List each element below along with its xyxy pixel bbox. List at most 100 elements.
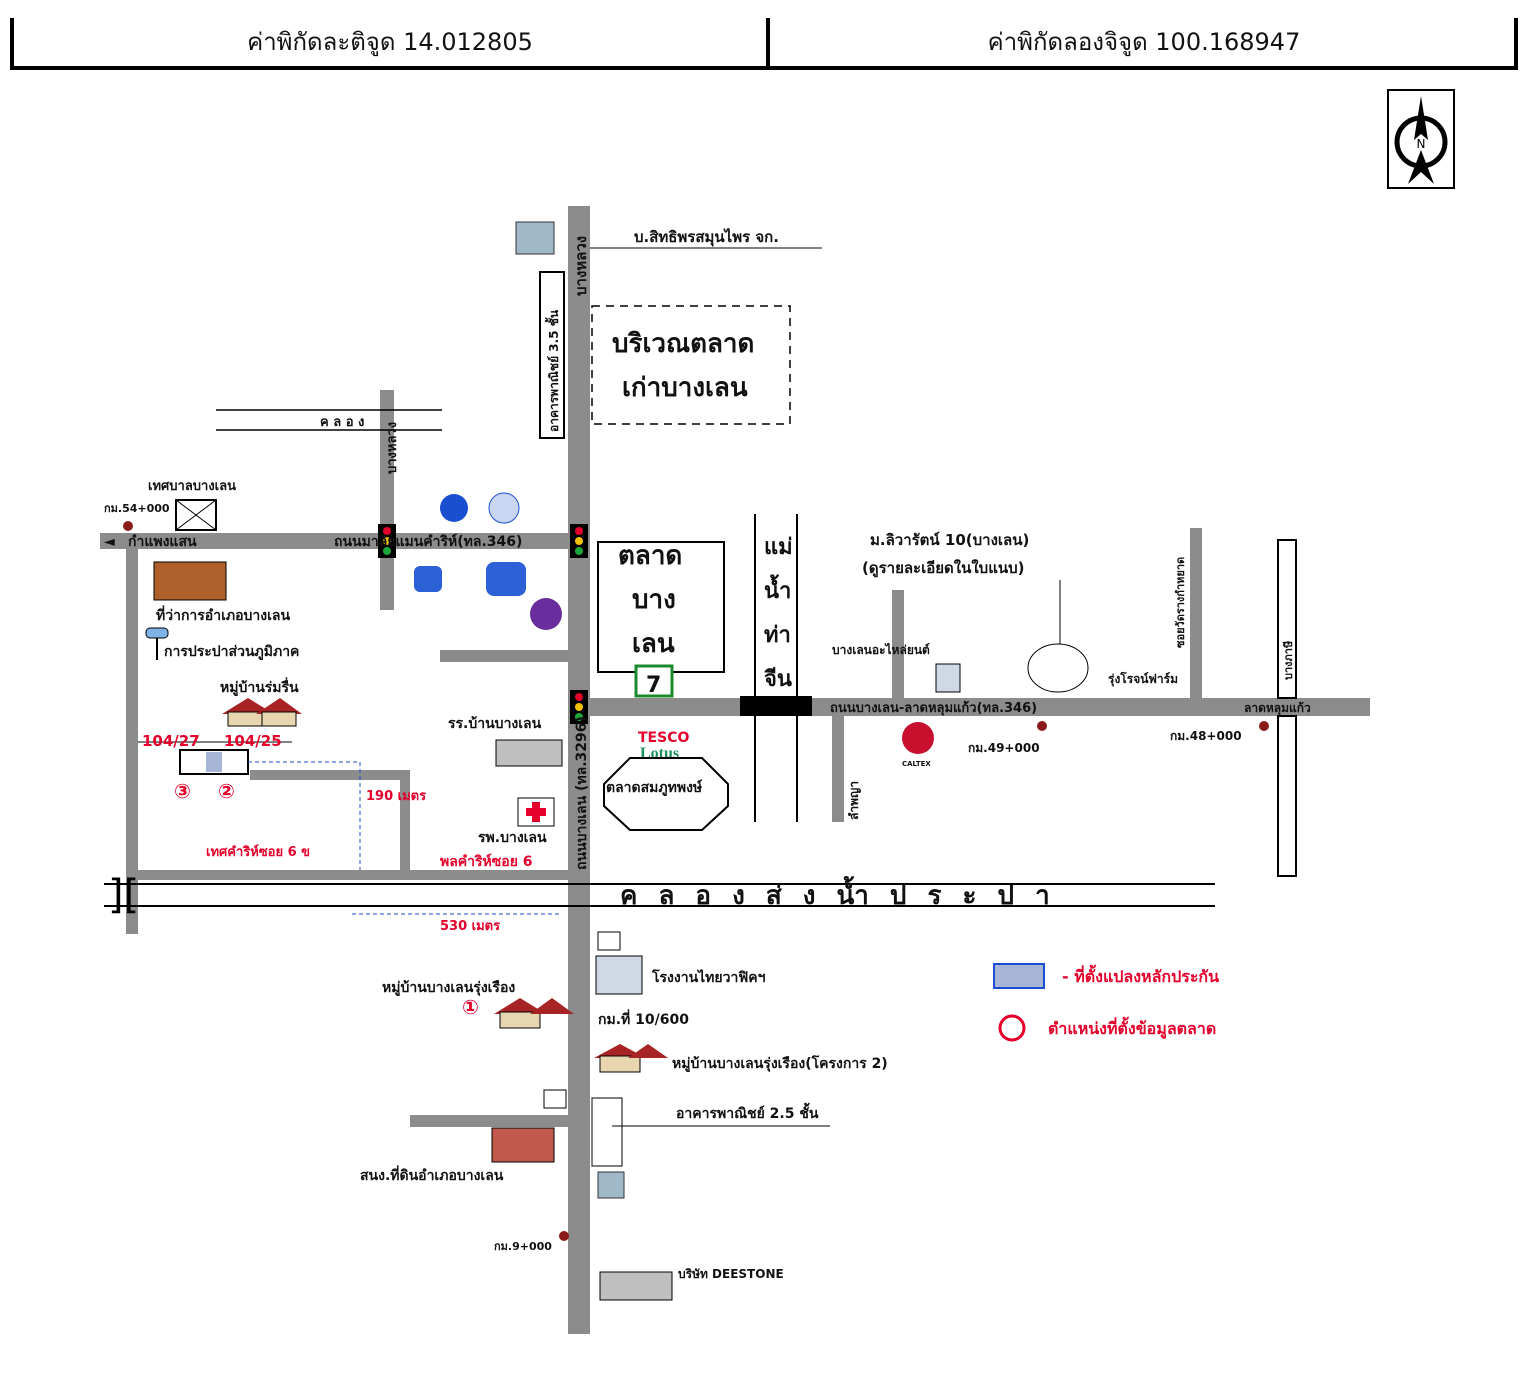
auto-parts-building-icon: [935, 663, 961, 693]
seven-eleven-label: 7: [646, 673, 661, 698]
lot-10425-label: 104/25: [224, 732, 282, 750]
old-market-label-1: บริเวณตลาด: [612, 329, 754, 359]
school-building-icon: [495, 739, 563, 767]
river-label-1: แม่: [764, 535, 793, 560]
soi-wat-label: ซอยวัดรางกำหยาด: [1174, 557, 1187, 648]
canal-small-label: ค ล อ ง: [320, 415, 364, 430]
shophouse-35-box: [539, 271, 565, 439]
livarat-village-label: ม.ลิวารัตน์ 10(บางเลน): [870, 531, 1029, 549]
kamphaengsaen-label: กำแพงแสน: [128, 534, 197, 550]
distance-530-label: 530 เมตร: [440, 919, 500, 934]
tesco-label: TESCO: [638, 730, 689, 746]
village-house-icon: [222, 698, 302, 727]
lampaya-road: [832, 716, 844, 822]
market-label-2: บาง: [632, 585, 676, 615]
land-office-label: สนง.ที่ดินอำเภอบางเลน: [360, 1165, 504, 1184]
distance-190-label: 190 เมตร: [366, 789, 426, 804]
company-top-label: บ.สิทธิพรสมุนไพร จก.: [634, 227, 779, 247]
livarat-detail-label: (ดูรายละเอียดในใบแนบ): [862, 559, 1025, 578]
collateral-lot-hatch: [206, 752, 222, 772]
old-market-area: [591, 305, 791, 425]
main-road-label: ถนนบางเลน (ทล.3296): [574, 716, 590, 870]
coordinate-header: ค่าพิกัดละติจูด 14.012805 ค่าพิกัดลองจิจ…: [10, 18, 1518, 70]
longitude-label: ค่าพิกัดลองจิจูด 100.168947: [987, 28, 1301, 56]
market-marker-3: ③: [174, 779, 191, 803]
village-house-icon: [494, 998, 574, 1029]
arrow-west-icon: ◄: [104, 534, 115, 550]
factory-building-icon: [595, 955, 643, 995]
road-346-west-label: ถนนมาลัยแมนคำริห์(ทล.346): [334, 533, 522, 550]
road-west-vertical: [126, 549, 138, 934]
seven-eleven-logo-icon: [634, 664, 674, 698]
traffic-light-icon: [570, 690, 588, 724]
shophouse-25-box: [591, 1097, 623, 1167]
somphong-market-label: ตลาดสมภูทพงษ์: [606, 779, 702, 796]
water-tower-icon: [145, 627, 169, 639]
traffic-light-icon: [570, 524, 588, 558]
post-office-icon: [597, 931, 621, 951]
canal-big-label: ค ล อ ง ส่ ง น้ำ ป ร ะ ป า: [620, 875, 1056, 911]
km54-label: กม.54+000: [104, 502, 170, 515]
government-seal-icon: [488, 492, 520, 524]
lampaya-label: ลำพญา: [847, 781, 861, 820]
farm-label: รุ่งโรจน์ฟาร์ม: [1108, 671, 1178, 687]
road-346-west: [100, 533, 568, 549]
road-346-east-label: ถนนบางเลน-ลาดหลุมแก้ว(ทล.346): [830, 700, 1037, 716]
bangphasi-label: บางภาษี: [1282, 640, 1295, 680]
district-office-label: ที่ว่าการอำเภอบางเลน: [156, 605, 290, 624]
river-label-4: จีน: [764, 667, 792, 692]
rung-village-label: หมู่บ้านบางเลนรุ่งเรือง: [382, 980, 515, 996]
company-building-icon: [515, 221, 555, 255]
shophouse-35-label: อาคารพาณิชย์ 3.5 ชั้น: [544, 309, 561, 432]
main-road-vertical: [568, 206, 590, 1334]
north-arrow-icon: N: [1387, 89, 1455, 189]
water-authority-label: การประปาส่วนภูมิภาค: [164, 644, 299, 660]
scb-bank-logo-icon: [530, 598, 562, 630]
latitude-label: ค่าพิกัดละติจูด 14.012805: [247, 28, 533, 56]
north-letter: N: [1417, 137, 1426, 151]
market-marker-1: ①: [462, 995, 479, 1019]
village-west-label: หมู่บ้านร่มรื่น: [220, 677, 299, 696]
building-icon: [597, 1171, 625, 1199]
rung-village-2-label: หมู่บ้านบางเลนรุ่งเรือง(โครงการ 2): [672, 1054, 888, 1072]
market-marker-2: ②: [218, 779, 235, 803]
lot-road-v: [400, 770, 410, 870]
caltex-label: CALTEX: [902, 760, 931, 768]
side-road-2: [410, 1115, 568, 1127]
livarat-location-circle: [1027, 643, 1089, 693]
somphong-market-box: [603, 757, 729, 831]
caltex-logo-icon: [902, 722, 934, 754]
river-bridge: [740, 696, 812, 716]
traffic-light-icon: [378, 524, 396, 558]
bank-logo-icon: [486, 562, 526, 596]
lat-lum-kaeo-label: ลาดหลุมแก้ว: [1244, 701, 1311, 716]
post-office-icon: [543, 1089, 567, 1109]
hospital-cross-logo-icon: [414, 566, 442, 592]
bang-len-market-box: [597, 541, 725, 673]
river-label-2: น้ำ: [764, 574, 791, 604]
lot-10427-label: 104/27: [142, 732, 200, 750]
thai-factory-label: โรงงานไทยวาฟิคฯ: [651, 968, 766, 986]
km-marker-icon: [1037, 721, 1047, 731]
header-divider: [766, 18, 770, 66]
old-market-label-2: เก่าบางเลน: [622, 373, 748, 403]
market-label-1: ตลาด: [618, 541, 682, 571]
auto-parts-label: บางเลนอะไหล่ยนต์: [832, 642, 930, 657]
km-marker-icon: [559, 1231, 569, 1241]
auto-road: [892, 590, 904, 698]
lot-road: [250, 770, 410, 780]
district-office-building-icon: [153, 561, 227, 601]
legend-market-label: ตำแหน่งที่ตั้งข้อมูลตลาด: [1048, 1016, 1216, 1040]
road-north-label: บางหลวง: [572, 236, 590, 296]
km-marker-icon: [1259, 721, 1269, 731]
deestone-factory-icon: [599, 1271, 673, 1301]
km48-label: กม.48+000: [1170, 729, 1242, 743]
legend-market-marker-icon: [998, 1014, 1026, 1042]
legend-collateral-label: - ที่ตั้งแปลงหลักประกัน: [1062, 964, 1219, 986]
police-logo-icon: [440, 494, 468, 522]
village-house-icon: [594, 1044, 668, 1073]
soi-6k-label: เทศคำริห์ซอย 6 ข: [206, 844, 310, 860]
river-label-3: ท่า: [764, 623, 791, 648]
shophouse-25-label: อาคารพาณิชย์ 2.5 ชั้น: [676, 1102, 819, 1122]
